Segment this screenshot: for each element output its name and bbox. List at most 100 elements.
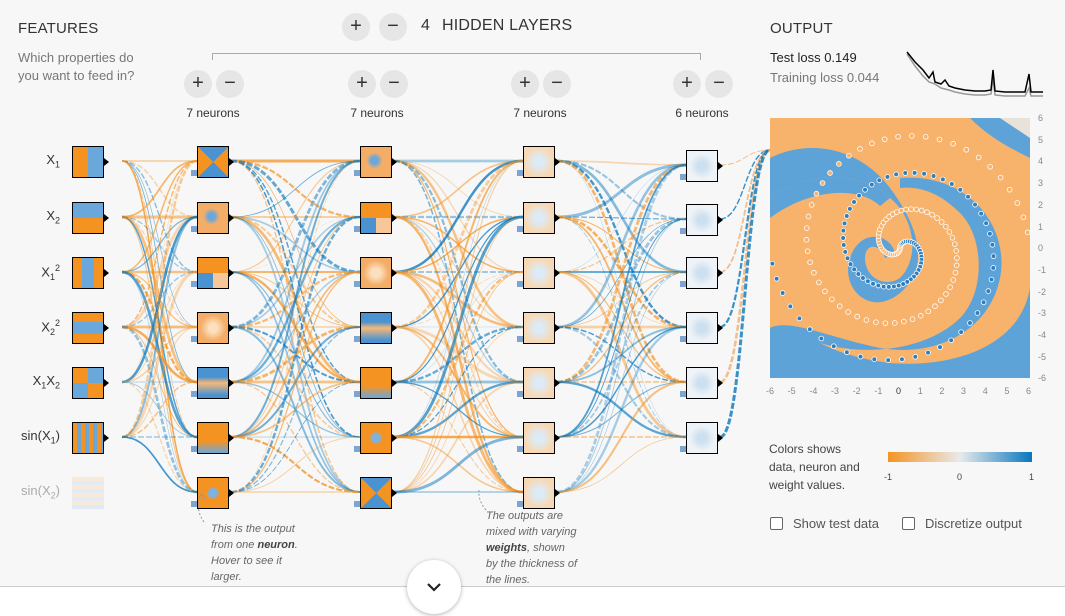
hidden-node-l1-n4[interactable] xyxy=(197,312,229,344)
x-tick: -1 xyxy=(874,386,883,396)
y-tick: 1 xyxy=(1038,221,1044,232)
features-subtitle: Which properties do you want to feed in? xyxy=(18,49,134,85)
data-point xyxy=(950,140,956,147)
weight-link xyxy=(393,160,524,493)
features-subtitle-line1: Which properties do xyxy=(18,50,134,65)
hidden-node-l4-n6[interactable] xyxy=(686,422,718,454)
hidden-node-l4-n5[interactable] xyxy=(686,367,718,399)
weights-note-bold: weights xyxy=(486,542,527,554)
feature-label-6[interactable]: sin(X1) xyxy=(0,428,60,446)
weight-link xyxy=(230,160,361,328)
add-neuron-button-layer-2[interactable]: + xyxy=(348,70,376,98)
weight-link xyxy=(230,435,361,494)
hidden-node-l2-n1[interactable] xyxy=(360,146,392,178)
show-test-data-checkbox[interactable] xyxy=(770,517,783,530)
weight-link xyxy=(556,436,687,493)
add-neuron-button-layer-1[interactable]: + xyxy=(184,70,212,98)
output-link xyxy=(719,149,771,166)
weight-link xyxy=(393,216,524,493)
weight-link xyxy=(230,160,361,493)
add-layer-button[interactable]: + xyxy=(342,13,370,41)
remove-neuron-button-layer-3[interactable]: − xyxy=(543,70,571,98)
feature-label-3[interactable]: X12 xyxy=(0,263,60,282)
feature-node-5[interactable] xyxy=(72,367,104,399)
node-arrow xyxy=(392,158,397,166)
feature-node-2[interactable] xyxy=(72,202,104,234)
hidden-node-l1-n2[interactable] xyxy=(197,202,229,234)
data-point xyxy=(938,219,945,225)
hidden-node-l1-n5[interactable] xyxy=(197,367,229,399)
weight-link xyxy=(393,435,524,494)
weight-link xyxy=(393,271,524,493)
add-neuron-button-layer-3[interactable]: + xyxy=(511,70,539,98)
data-points xyxy=(770,133,1030,363)
hidden-node-l3-n3[interactable] xyxy=(523,257,555,289)
hidden-node-l2-n5[interactable] xyxy=(360,367,392,399)
hidden-node-l1-n6[interactable] xyxy=(197,422,229,454)
hidden-node-l4-n1[interactable] xyxy=(686,150,718,182)
data-point xyxy=(950,277,957,283)
feature-label-2[interactable]: X2 xyxy=(0,208,60,226)
data-point xyxy=(1020,214,1027,221)
discretize-output-checkbox[interactable] xyxy=(902,517,915,530)
add-neuron-button-layer-4[interactable]: + xyxy=(673,70,701,98)
weight-link xyxy=(121,160,198,273)
feature-label-5[interactable]: X1X2 xyxy=(0,373,60,391)
feature-node-6[interactable] xyxy=(72,422,104,454)
hidden-node-l4-n4[interactable] xyxy=(686,312,718,344)
hidden-node-l2-n7[interactable] xyxy=(360,477,392,509)
data-point xyxy=(952,269,959,276)
remove-neuron-button-layer-1[interactable]: − xyxy=(216,70,244,98)
feature-node-1[interactable] xyxy=(72,146,104,178)
y-tick: 0 xyxy=(1038,243,1044,254)
x-tick: -5 xyxy=(787,386,796,396)
weight-link xyxy=(121,160,198,218)
hidden-node-l1-n3[interactable] xyxy=(197,257,229,289)
remove-layer-button[interactable]: − xyxy=(379,13,407,41)
data-point xyxy=(1014,200,1021,206)
x-tick: 2 xyxy=(939,386,945,396)
weight-link xyxy=(230,270,361,329)
remove-neuron-button-layer-2[interactable]: − xyxy=(380,70,408,98)
data-point xyxy=(796,315,803,322)
hidden-node-l3-n4[interactable] xyxy=(523,312,555,344)
data-point xyxy=(989,241,996,248)
bias-indicator xyxy=(191,170,197,176)
hidden-node-l1-n7[interactable] xyxy=(197,477,229,509)
bottom-divider xyxy=(0,586,1065,587)
feature-label-1[interactable]: X1 xyxy=(0,152,60,170)
hidden-node-l3-n1[interactable] xyxy=(523,146,555,178)
show-test-data-label[interactable]: Show test data xyxy=(793,516,879,531)
discretize-output-label[interactable]: Discretize output xyxy=(925,516,1022,531)
feature-node-7[interactable] xyxy=(72,477,104,509)
hidden-node-l2-n3[interactable] xyxy=(360,257,392,289)
hidden-node-l4-n3[interactable] xyxy=(686,257,718,289)
weight-link xyxy=(556,271,687,438)
bias-indicator xyxy=(191,281,197,287)
data-point xyxy=(870,280,876,287)
hidden-node-l3-n6[interactable] xyxy=(523,422,555,454)
hidden-node-l2-n2[interactable] xyxy=(360,202,392,234)
node-arrow xyxy=(392,214,397,222)
weight-link xyxy=(556,159,687,274)
node-arrow xyxy=(718,269,723,277)
hidden-node-l2-n4[interactable] xyxy=(360,312,392,344)
hidden-node-l1-n1[interactable] xyxy=(197,146,229,178)
feature-label-part: 1 xyxy=(54,159,60,170)
hidden-node-l3-n7[interactable] xyxy=(523,477,555,509)
data-point xyxy=(924,209,930,216)
feature-node-3[interactable] xyxy=(72,257,104,289)
hidden-node-l2-n6[interactable] xyxy=(360,422,392,454)
data-point xyxy=(913,206,920,213)
hidden-node-l3-n2[interactable] xyxy=(523,202,555,234)
data-point xyxy=(779,290,786,296)
hidden-node-l3-n5[interactable] xyxy=(523,367,555,399)
feature-label-7[interactable]: sin(X2) xyxy=(0,483,60,501)
scroll-down-button[interactable] xyxy=(407,560,461,614)
remove-neuron-button-layer-4[interactable]: − xyxy=(705,70,733,98)
feature-label-part: X xyxy=(46,152,55,167)
feature-node-4[interactable] xyxy=(72,312,104,344)
feature-label-part: 2 xyxy=(54,263,60,273)
feature-label-4[interactable]: X22 xyxy=(0,318,60,337)
hidden-node-l4-n2[interactable] xyxy=(686,204,718,236)
